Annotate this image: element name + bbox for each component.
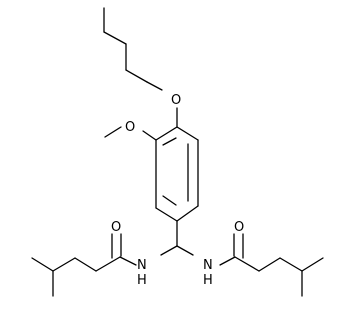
- bond-ring-1: [176, 126, 199, 141]
- bond-nleft-carbonyl: [119, 256, 137, 266]
- bond-ring-methoxy: [142, 130, 157, 141]
- bond-ch-nright: [176, 245, 194, 256]
- bond-ring-double-2: [162, 195, 177, 206]
- bond-butyl-4: [125, 69, 148, 83]
- atom-label-carbonyl-oxygen-left: O: [111, 220, 121, 235]
- bond-left-chain-1: [95, 256, 121, 272]
- bond-left-chain-2: [74, 257, 97, 272]
- bond-right-chain-2: [258, 257, 281, 272]
- bond-left-chain-3: [52, 257, 76, 272]
- bond-butyl-o: [146, 81, 163, 91]
- bond-ring-double-3: [162, 137, 177, 146]
- bond-right-methyl-2: [301, 257, 324, 272]
- atom-label-ether-oxygen: O: [171, 93, 181, 108]
- bond-right-chain-3: [279, 257, 303, 272]
- atom-label-amide-nitrogen-left: N: [137, 258, 147, 273]
- bond-ring-6: [155, 126, 178, 141]
- bond-nright-carbonyl: [219, 256, 236, 266]
- atom-label-amide-nitrogen-right: N: [203, 258, 213, 273]
- atom-label-methoxy-oxygen: O: [125, 120, 135, 135]
- bond-left-methyl-2: [31, 257, 54, 272]
- bond-ring-4: [155, 207, 178, 222]
- bond-butyl-2: [103, 31, 127, 45]
- bond-ring-3: [176, 205, 199, 222]
- bond-ch-nleft: [160, 245, 178, 256]
- atom-label-amide-hydrogen-right: H: [203, 273, 213, 288]
- bond-methoxy-methyl: [104, 126, 122, 138]
- atom-label-carbonyl-oxygen-right: O: [234, 220, 244, 235]
- atom-label-amide-hydrogen-left: H: [137, 273, 147, 288]
- bond-right-chain-1: [234, 256, 260, 272]
